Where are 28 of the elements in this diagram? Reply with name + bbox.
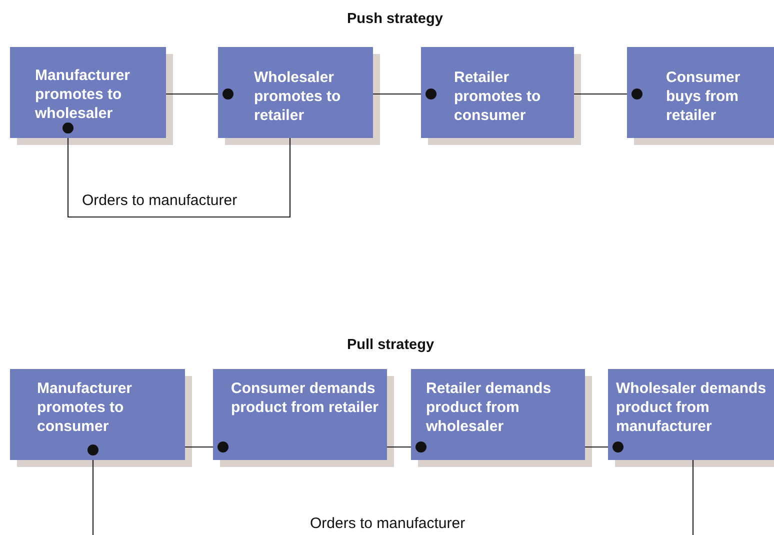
process-box	[10, 47, 166, 138]
process-box	[627, 47, 774, 138]
process-box	[218, 47, 373, 138]
box-text: Consumer demands product from retailer	[231, 379, 380, 417]
box-text: Manufacturer promotes to consumer	[37, 379, 134, 436]
section-heading: Push strategy	[347, 11, 443, 27]
flow-note: Orders to manufacturer	[310, 515, 466, 532]
process-box	[421, 47, 574, 138]
box-text: Consumer buys from retailer	[666, 68, 742, 125]
process-box	[608, 369, 774, 460]
connector-line	[373, 88, 436, 100]
box-text: Manufacturer promotes to wholesaler	[35, 66, 132, 123]
box-text: Wholesaler promotes to retailer	[254, 68, 342, 125]
process-box	[213, 369, 387, 460]
connector-line	[185, 442, 228, 452]
process-box	[411, 369, 585, 460]
connector-line	[692, 460, 694, 535]
connector-line	[88, 444, 98, 535]
connector-line	[166, 88, 234, 100]
connector-line	[387, 442, 426, 452]
box-text: Wholesaler demands product from manufacturer	[616, 379, 768, 436]
connector-line	[585, 442, 624, 452]
connector-line	[574, 88, 642, 100]
section-heading: Pull strategy	[347, 337, 434, 353]
box-text: Retailer promotes to consumer	[454, 68, 542, 125]
connector-line	[62, 122, 291, 218]
box-text: Retailer demands product from wholesaler	[426, 379, 552, 436]
process-box	[10, 369, 185, 460]
